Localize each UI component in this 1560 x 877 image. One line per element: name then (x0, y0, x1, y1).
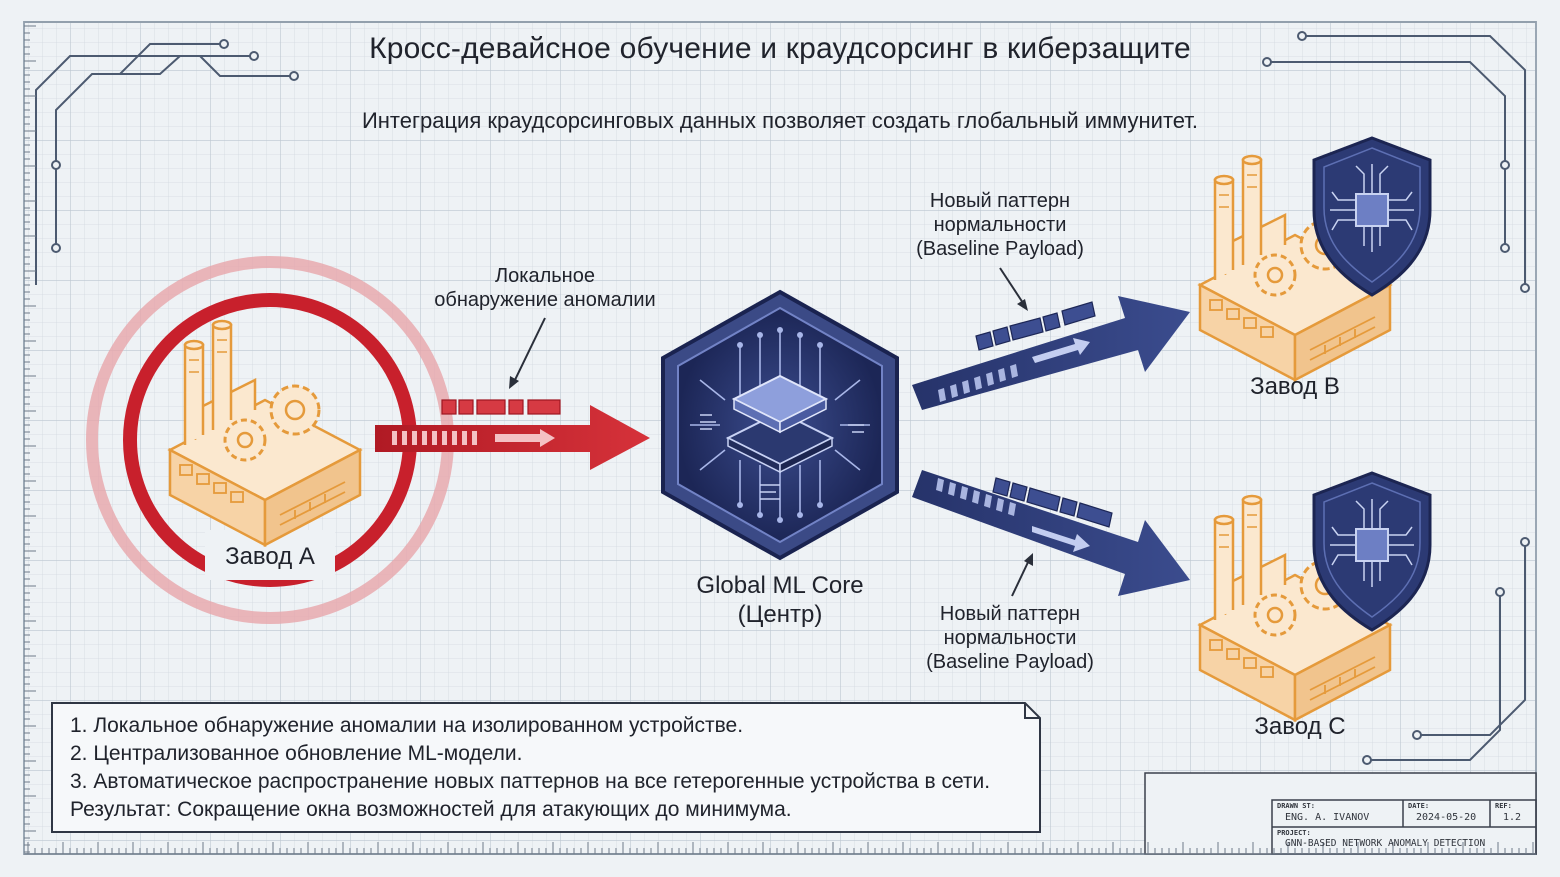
pattern-bottom-line1: Новый паттерн (939, 603, 1081, 625)
pattern-top-pointer (999, 267, 1026, 307)
pattern-top-line1: Новый паттерн (929, 190, 1071, 212)
title-block (1144, 772, 1537, 855)
title-block-drawn-value: ENG. A. IVANOV (1285, 812, 1370, 823)
local-detection-pointer (512, 317, 546, 385)
plant-c-label: Завод С (1254, 713, 1346, 740)
pattern-arrow-to-plant-b (912, 296, 1190, 410)
local-detection-callout: Локальное обнаружение аномалии (400, 264, 690, 312)
plant-b-label: Завод В (1250, 373, 1340, 400)
step-3: 3. Автоматическое распространение новых … (70, 770, 991, 793)
title-block-date-value: 2024-05-20 (1416, 812, 1477, 823)
title-block-drawn-label: DRAWN ST: (1277, 802, 1315, 810)
title-block-ref-label: REF: (1495, 802, 1512, 810)
local-detection-line2: обнаружение аномалии (434, 289, 656, 311)
step-1: 1. Локальное обнаружение аномалии на изо… (70, 714, 744, 737)
page-subtitle: Интеграция краудсорсинговых данных позво… (361, 108, 1199, 133)
title-block-project-label: PROJECT: (1277, 829, 1311, 837)
steps-panel (51, 702, 1041, 833)
circuit-trace-decoration (35, 31, 1530, 765)
steps-list: 1. Локальное обнаружение аномалии на изо… (70, 712, 1030, 824)
anomaly-arrow (375, 399, 650, 470)
pattern-arrow-to-plant-c (912, 470, 1190, 596)
ml-core-label: Global ML Core (Центр) (640, 571, 920, 629)
plant-a-label: Завод А (225, 543, 315, 570)
ml-core-label-line1: Global ML Core (696, 572, 864, 599)
step-2: 2. Централизованное обновление ML-модели… (70, 742, 523, 765)
pattern-top-line2: нормальности (933, 214, 1067, 236)
pattern-bottom-pointer (1011, 557, 1031, 597)
ml-core-label-line2: (Центр) (737, 601, 823, 628)
title-block-date-label: DATE: (1408, 802, 1430, 810)
ml-core-hexagon (661, 289, 899, 561)
title-block-project-value: GNN-BASED NETWORK ANOMALY DETECTION (1285, 838, 1486, 849)
title-block-ref-value: 1.2 (1503, 812, 1522, 823)
pattern-bottom-line2: нормальности (943, 627, 1077, 649)
pattern-bottom-line3: (Baseline Payload) (926, 651, 1094, 673)
pattern-bottom-callout: Новый паттерн нормальности (Baseline Pay… (890, 602, 1130, 674)
pattern-top-callout: Новый паттерн нормальности (Baseline Pay… (880, 189, 1120, 261)
local-detection-line1: Локальное (495, 265, 595, 287)
page-title: Кросс-девайсное обучение и краудсорсинг … (369, 32, 1191, 65)
pattern-top-line3: (Baseline Payload) (916, 238, 1084, 260)
step-result: Результат: Сокращение окна возможностей … (70, 798, 792, 821)
